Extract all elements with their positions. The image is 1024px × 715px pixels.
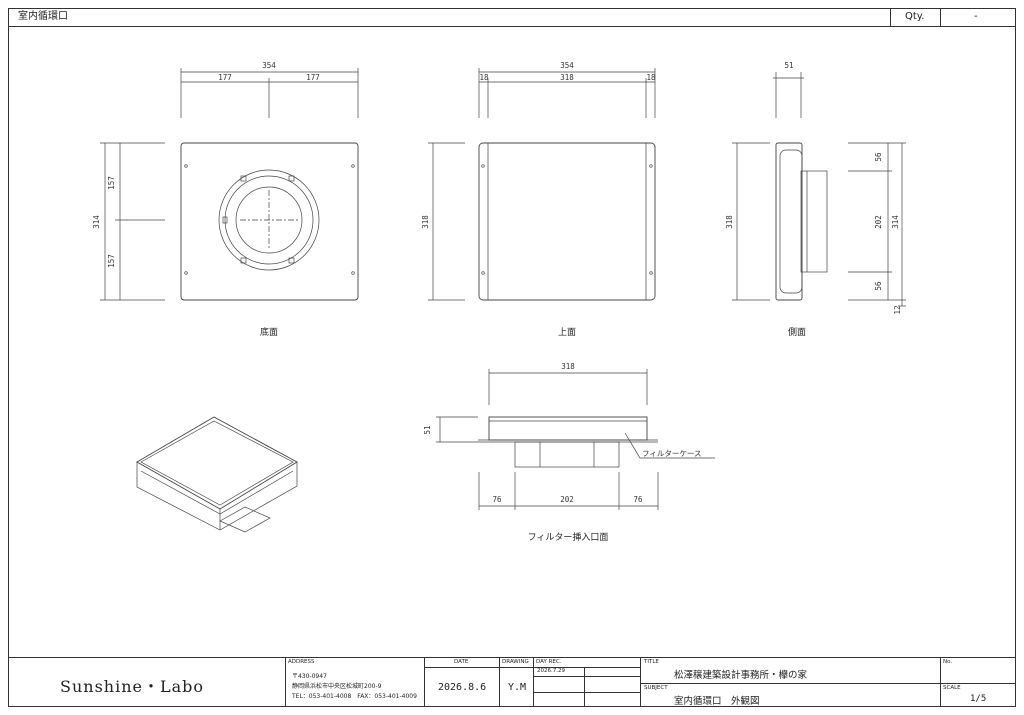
dayrec-value: 2026.7.29: [537, 668, 565, 674]
filter-dim-height: 51: [423, 425, 432, 434]
bottom-dim-half-top: 157: [107, 176, 116, 190]
drawing-label: DRAWING: [502, 659, 529, 665]
bottom-dim-half-left: 177: [218, 73, 232, 82]
bottom-dim-height: 314: [92, 215, 101, 229]
company-name: Sunshine・Labo: [60, 677, 205, 696]
drawing-sheet-border: [8, 8, 1016, 707]
top-dim-left: 18: [479, 73, 489, 82]
bottom-dim-half-right: 177: [306, 73, 320, 82]
subject-value: 室内循環口 外観図: [674, 696, 760, 707]
drawing-value: Y.M: [508, 682, 527, 693]
side-dim-height-left: 318: [725, 215, 734, 229]
top-view: [428, 68, 656, 301]
qty-label: Qty.: [905, 11, 925, 22]
scale-label: SCALE: [943, 685, 961, 691]
top-view-label: 上面: [558, 327, 576, 338]
bottom-view: [100, 68, 359, 301]
top-dim-height: 318: [421, 215, 430, 229]
filter-case-callout: フィルターケース: [642, 449, 701, 458]
side-dim-bottom: 56: [874, 281, 883, 291]
filter-view: [436, 369, 715, 510]
qty-value: -: [974, 11, 978, 22]
filter-dim-mid: 202: [560, 495, 574, 504]
no-label: No.: [943, 659, 953, 665]
filter-dim-right: 76: [633, 495, 643, 504]
title-block: Sunshine・Labo ADDRESS 〒430-0947 静岡県浜松市中央…: [8, 657, 1016, 707]
address-label: ADDRESS: [288, 659, 315, 665]
isometric-view: [136, 416, 298, 533]
filter-view-label: フィルター挿入口面: [528, 531, 609, 543]
date-value: 2026.8.6: [438, 682, 487, 693]
filter-dim-left: 76: [492, 495, 502, 504]
top-dim-right: 18: [646, 73, 656, 82]
side-dim-total: 314: [891, 215, 900, 229]
side-dim-extra: 12: [893, 305, 902, 314]
side-dim-mid: 202: [874, 215, 883, 229]
sheet-title: 室内循環口: [18, 11, 68, 22]
bottom-dim-half-bottom: 157: [107, 254, 116, 268]
side-view-label: 側面: [788, 326, 806, 338]
scale-value: 1/5: [970, 694, 987, 704]
bottom-dim-width: 354: [262, 61, 276, 70]
date-label: DATE: [454, 659, 469, 665]
dayrec-label: DAY REC.: [536, 659, 562, 665]
bottom-view-label: 底面: [260, 326, 278, 338]
side-view: [732, 72, 906, 307]
subject-label: SUBJECT: [644, 685, 668, 691]
address-line2: 静岡県浜松市中央区松城町200-9: [292, 683, 382, 690]
title-value: 松澤穣建築設計事務所・欅の家: [674, 670, 808, 681]
address-line3: TEL：053-401-4008 FAX：053-401-4009: [292, 693, 417, 700]
side-dim-depth: 51: [784, 61, 793, 70]
top-dim-mid: 318: [560, 73, 574, 82]
title-label: TITLE: [644, 659, 659, 665]
header-strip: 室内循環口 Qty. -: [8, 8, 1016, 27]
side-dim-top: 56: [874, 152, 883, 162]
top-dim-width: 354: [560, 61, 574, 70]
address-line1: 〒430-0947: [292, 673, 327, 680]
filter-dim-width: 318: [561, 362, 575, 371]
